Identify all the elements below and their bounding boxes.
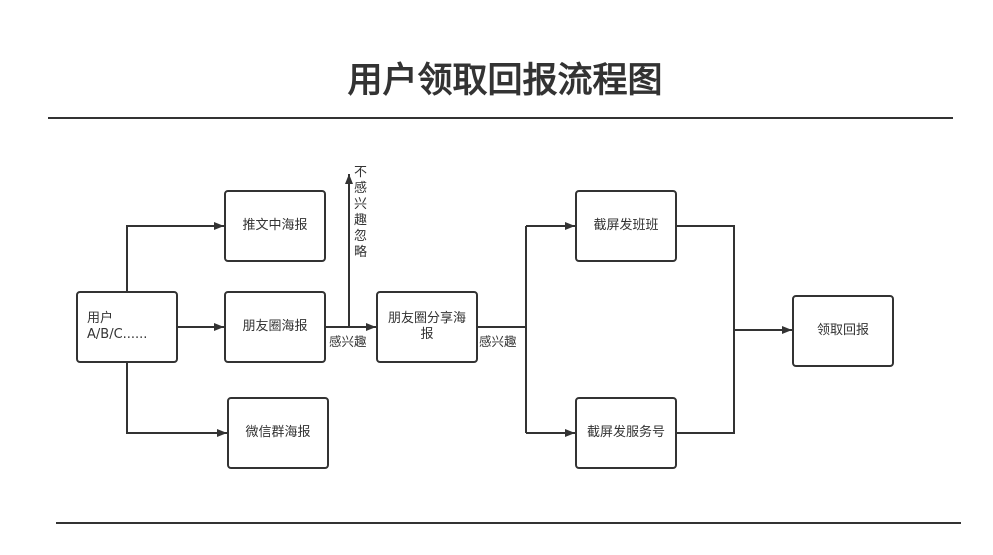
edge-user-tweet [126,222,224,292]
edge-label-interested-2: 感兴趣 [479,331,517,350]
edge-banban-merge [676,225,735,434]
edge-label-not-interested: 不感兴趣忽略 [354,165,368,260]
node-wechat-group-poster: 微信群海报 [245,425,311,440]
edge-user-group [126,362,227,437]
page-title: 用户领取回报流程图 [347,61,663,101]
node-screenshot-service: 截屏发服务号 [586,425,665,440]
node-moments-share-poster: 朋友圈分享海报 [387,311,466,342]
node-claim-reward: 领取回报 [816,323,869,338]
node-user: 用户 A/B/C...... [87,311,148,342]
node-moments-poster: 朋友圈海报 [242,319,308,334]
node-screenshot-banban: 截屏发班班 [593,218,659,233]
edge-label-interested: 感兴趣 [329,331,367,350]
node-tweet-poster: 推文中海报 [242,218,308,233]
